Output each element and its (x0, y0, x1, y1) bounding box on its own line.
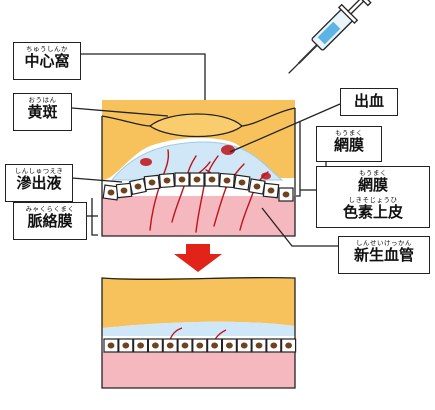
rpe-cell-nucleus (208, 176, 216, 183)
exudate-fluid (110, 141, 284, 181)
retina-text: 網膜 (333, 136, 364, 154)
hemorrhage-label: 出血 (340, 88, 398, 116)
rpe-cell-nucleus (253, 183, 261, 190)
rpe-cell-nucleus (107, 342, 115, 349)
rpe-cell-nucleus (134, 183, 142, 190)
rpe-cell-nucleus (137, 342, 145, 349)
rpe-cell-nucleus (122, 342, 130, 349)
retina-label: もうまく 網膜 (316, 126, 382, 162)
before-panel-frame (101, 108, 296, 237)
rpe-label: もうまく 網膜 しきそじょうひ 色素上皮 (316, 166, 430, 228)
rpe-cell-nucleus (107, 189, 115, 196)
before-panel (102, 100, 295, 236)
rpe-cell-nucleus (178, 176, 186, 183)
choroid-label: みゃくらくまく 脈絡膜 (13, 202, 87, 240)
retina-layer-after (102, 278, 295, 328)
rpe-ruby-1: もうまく (359, 169, 387, 177)
rpe-cell-nucleus (270, 342, 278, 349)
cnv-text: 新生血管 (353, 246, 414, 264)
exudate-text: 滲出液 (16, 174, 62, 192)
exudate-ruby: しんしゅつえき (14, 167, 64, 175)
fovea-label: ちゅうしんか 中心窩 (13, 42, 81, 80)
rpe-cell-nucleus (238, 179, 246, 186)
rpe-cell-nucleus (285, 342, 292, 349)
rpe-cell-nucleus (166, 342, 174, 349)
rpe-cell-nucleus (193, 176, 201, 183)
hemorrhage-text: 出血 (353, 92, 384, 110)
rpe-cell-nucleus (282, 191, 290, 198)
cnv-label: しんせいけっかん 新生血管 (338, 236, 430, 274)
cnv-ruby: しんせいけっかん (356, 239, 412, 247)
hemorrhage-spots (140, 145, 271, 180)
rpe-cells (102, 172, 294, 202)
rpe-cell-nucleus (120, 187, 128, 194)
after-panel (102, 278, 295, 388)
rpe-cell-nucleus (211, 342, 219, 349)
after-panel-frame (101, 276, 296, 389)
rpe-cell-nucleus (267, 187, 275, 194)
rpe-cells-after (103, 338, 297, 353)
rpe-ruby-2: しきそじょうひ (348, 196, 398, 204)
macula-label: おうはん 黄斑 (13, 93, 72, 131)
rpe-cell-nucleus (240, 342, 248, 349)
rpe-cell-nucleus (196, 342, 204, 349)
retina-fluid-thin (102, 321, 295, 336)
rpe-cell-nucleus (148, 179, 156, 186)
retina-ruby: もうまく (335, 129, 363, 137)
syringe-icon (288, 0, 372, 74)
fovea-text: 中心窩 (24, 52, 70, 70)
retina-layer (102, 100, 295, 180)
choroid-layer-after (102, 352, 295, 388)
choroid-text: 脈絡膜 (27, 212, 73, 230)
retina-surface-line (101, 107, 296, 127)
rpe-cell-nucleus (255, 342, 263, 349)
rpe-cell-nucleus (226, 342, 233, 349)
exudate-label: しんしゅつえき 滲出液 (5, 164, 73, 202)
rpe-cell-nucleus (181, 342, 189, 349)
rpe-cell-nucleus (163, 177, 171, 184)
down-arrow-icon (174, 244, 222, 272)
leader-lines (71, 53, 341, 247)
rpe-line-2: 色素上皮 (342, 203, 403, 221)
fovea-ruby: ちゅうしんか (26, 45, 68, 53)
choroid-ruby: みゃくらくまく (25, 205, 75, 213)
rpe-line-1: 網膜 (357, 176, 388, 194)
macula-ruby: おうはん (28, 96, 57, 104)
rpe-cell-nucleus (223, 177, 231, 184)
rpe-cell-nucleus (152, 342, 159, 349)
macula-text: 黄斑 (27, 103, 58, 121)
